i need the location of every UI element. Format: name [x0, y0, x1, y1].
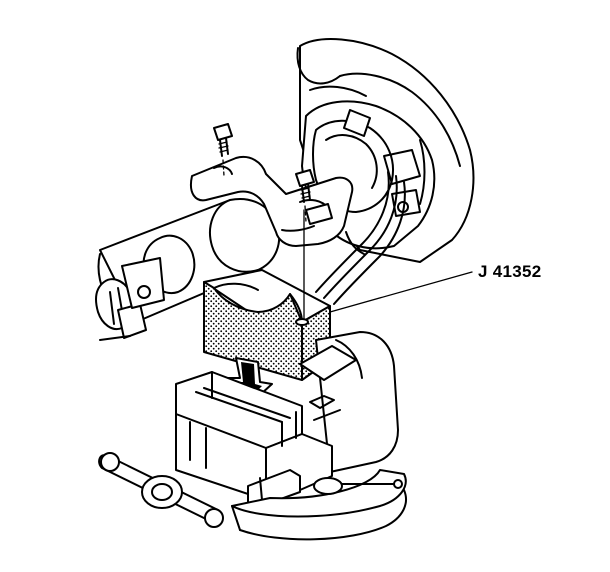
- tool-callout-label: J 41352: [478, 262, 542, 281]
- bolt-left: [213, 123, 233, 177]
- mounting-bracket: [190, 156, 354, 247]
- callout-leader: [329, 271, 473, 313]
- bolt-right: [295, 169, 315, 223]
- special-tool-block: [203, 209, 331, 381]
- wiring-harness: [315, 171, 406, 305]
- ignition-switch-housing: [301, 100, 436, 250]
- bench-vise: [98, 331, 407, 541]
